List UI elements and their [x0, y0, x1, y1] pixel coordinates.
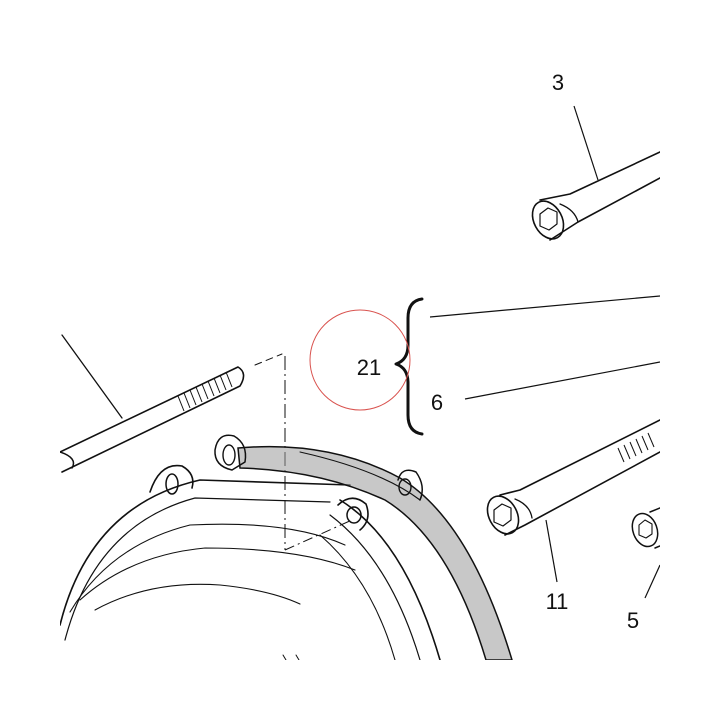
bolt-11-thread [617, 432, 655, 463]
left-leader-line [61, 334, 123, 419]
leader-6 [464, 361, 660, 400]
gasket [214, 434, 513, 660]
bolt-3 [531, 151, 660, 241]
callout-3: 3 [552, 70, 564, 95]
callout-6: 6 [431, 390, 443, 415]
leader-21 [429, 295, 660, 318]
callout-5: 5 [627, 608, 639, 633]
leader-3 [573, 105, 599, 181]
left-bolt-head [60, 451, 75, 469]
highlight-circle [309, 309, 411, 411]
part-5 [631, 507, 660, 549]
callout-11: 11 [546, 589, 569, 614]
left-bolt-thread [177, 371, 233, 412]
left-bolt-axis-dash [254, 353, 283, 366]
cover-plate-tick-marks [282, 654, 300, 660]
left-long-bolt [60, 334, 283, 473]
leader-5 [644, 564, 660, 599]
leader-lines [429, 105, 660, 599]
callout-21: 21 [357, 355, 381, 380]
left-bolt-shank [60, 366, 245, 473]
bolt-11 [486, 419, 660, 536]
cover-plate [60, 464, 441, 660]
group-bracket [394, 297, 424, 436]
leader-11 [545, 519, 558, 583]
